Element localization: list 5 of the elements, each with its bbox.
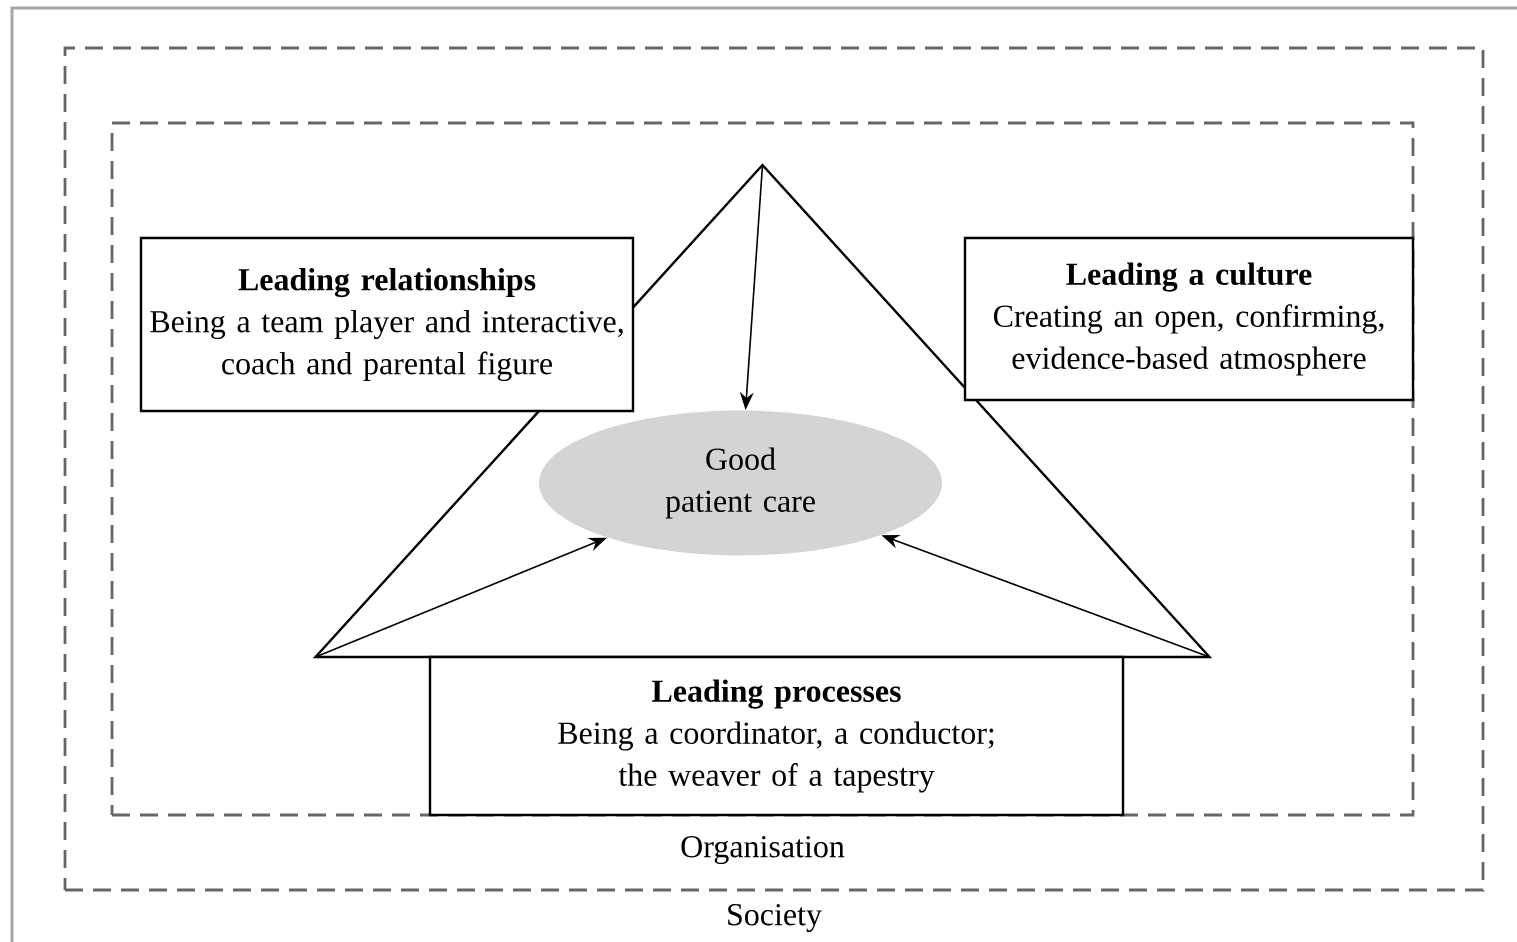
text-box: Leading relationships Being a team player and interactive, coach and parental figure <box>139 236 635 413</box>
text-box: Leading a culture Creating an open, confirming, evidence-based atmosphere <box>963 236 1415 402</box>
node-label: Society <box>728 903 822 933</box>
node-label: Organisation <box>681 835 845 865</box>
text-box: Leading processes Being a coordinator, a conductor; the weaver of a tapestry <box>428 655 1125 817</box>
